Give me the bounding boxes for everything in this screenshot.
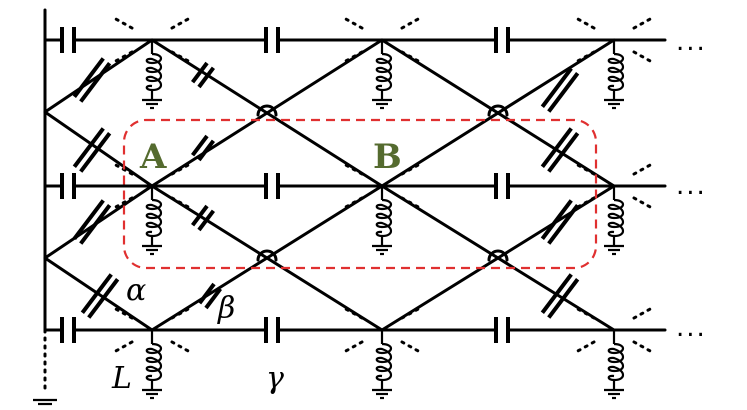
diagonal-capacitor-plate [547, 204, 580, 245]
wire-crossover [487, 104, 509, 117]
wire-crossover [487, 249, 509, 262]
continuation-stub [170, 50, 192, 64]
continuation-stub [632, 340, 654, 354]
continuation-stub [400, 16, 422, 30]
diagonal-capacitor-plate [72, 199, 105, 240]
continuation-stub [632, 16, 654, 30]
continuation-stub [342, 162, 364, 176]
inductor-coil [607, 198, 625, 238]
continuation-stub [112, 196, 134, 210]
inductor-coil [607, 52, 625, 92]
diagonal-capacitor-plate [540, 67, 573, 108]
continuation-stub [632, 306, 654, 320]
continuation-stub [632, 162, 654, 176]
ellipsis-row-1: ... [676, 27, 707, 57]
wire-crossover [256, 104, 278, 117]
diagonal-capacitor-plate [197, 209, 216, 232]
capacitors [60, 27, 580, 343]
continuation-stub [342, 196, 364, 210]
continuation-stub [170, 306, 192, 320]
inductor-coil [375, 198, 393, 238]
continuation-stub [400, 162, 422, 176]
continuation-stub [574, 340, 596, 354]
inductor-coil [375, 342, 393, 382]
diagonal-capacitor-plate [72, 57, 105, 98]
continuation-stub [170, 196, 192, 210]
beta-label: β [217, 291, 235, 326]
diagonal-capacitor-plate [79, 62, 112, 103]
node-label-a: A [139, 137, 167, 177]
continuation-stub [112, 16, 134, 30]
diagonal-capacitor-plate [197, 139, 216, 162]
diagonal-capacitor-plate [197, 66, 216, 89]
ellipsis-row-2: ... [676, 171, 707, 201]
diagonal-capacitor-plate [190, 204, 209, 227]
diagonal-capacitor-plate [540, 127, 573, 168]
continuation-stub [400, 340, 422, 354]
stubs-and-ellipses [112, 16, 654, 354]
wire-crossover [256, 249, 278, 262]
continuation-stub [400, 50, 422, 64]
diagonal-capacitor-plate [204, 287, 223, 310]
diagonal-capacitor-plate [190, 61, 209, 84]
continuation-stub [342, 306, 364, 320]
inductor-coil [607, 342, 625, 382]
continuation-stub [574, 306, 596, 320]
diagonal-wire [380, 38, 616, 188]
node-label-b: B [373, 137, 402, 177]
inductor-coil [145, 198, 163, 238]
continuation-stub [574, 16, 596, 30]
continuation-stub [170, 340, 192, 354]
continuation-stub [574, 50, 596, 64]
diagonal-capacitor-plate [80, 273, 113, 314]
diagonal-wire [150, 184, 384, 332]
ellipsis-row-3: ... [676, 313, 707, 343]
alpha-label: α [126, 273, 146, 308]
diagonal-capacitor-plate [190, 134, 209, 157]
continuation-stub [400, 306, 422, 320]
diagonal-capacitor-plate [540, 199, 573, 240]
gamma-label: γ [266, 361, 284, 396]
diagonal-capacitor-plate [79, 204, 112, 245]
diagonal-wire [150, 38, 384, 188]
inductors-to-ground [33, 40, 625, 406]
diagonal-capacitor-plate [547, 278, 580, 319]
diagonal-capacitor-plate [72, 127, 105, 168]
diagonal-capacitor-plate [79, 132, 112, 173]
diagonal-capacitor-plate [547, 132, 580, 173]
continuation-stub [632, 50, 654, 64]
diagonal-capacitor-plate [540, 273, 573, 314]
horizontal-rails [43, 8, 667, 392]
unit-cell-outline [122, 118, 598, 270]
continuation-stub [400, 196, 422, 210]
diagonal-wires [43, 38, 616, 332]
inductor-coil [375, 52, 393, 92]
continuation-stub [170, 16, 192, 30]
diagonal-capacitor-plate [197, 282, 216, 305]
continuation-stub [342, 50, 364, 64]
continuation-stub [342, 16, 364, 30]
continuation-stub [112, 50, 134, 64]
continuation-stub [170, 162, 192, 176]
diagonal-capacitor-plate [87, 278, 120, 319]
inductor-coil [145, 342, 163, 382]
inductor-coil [145, 52, 163, 92]
continuation-stub [574, 196, 596, 210]
inductance-label: L [111, 361, 132, 396]
diagonal-capacitor-plate [547, 72, 580, 113]
continuation-stub [112, 340, 134, 354]
continuation-stub [632, 196, 654, 210]
continuation-stub [342, 340, 364, 354]
continuation-stub [574, 162, 596, 176]
continuation-stub [112, 306, 134, 320]
